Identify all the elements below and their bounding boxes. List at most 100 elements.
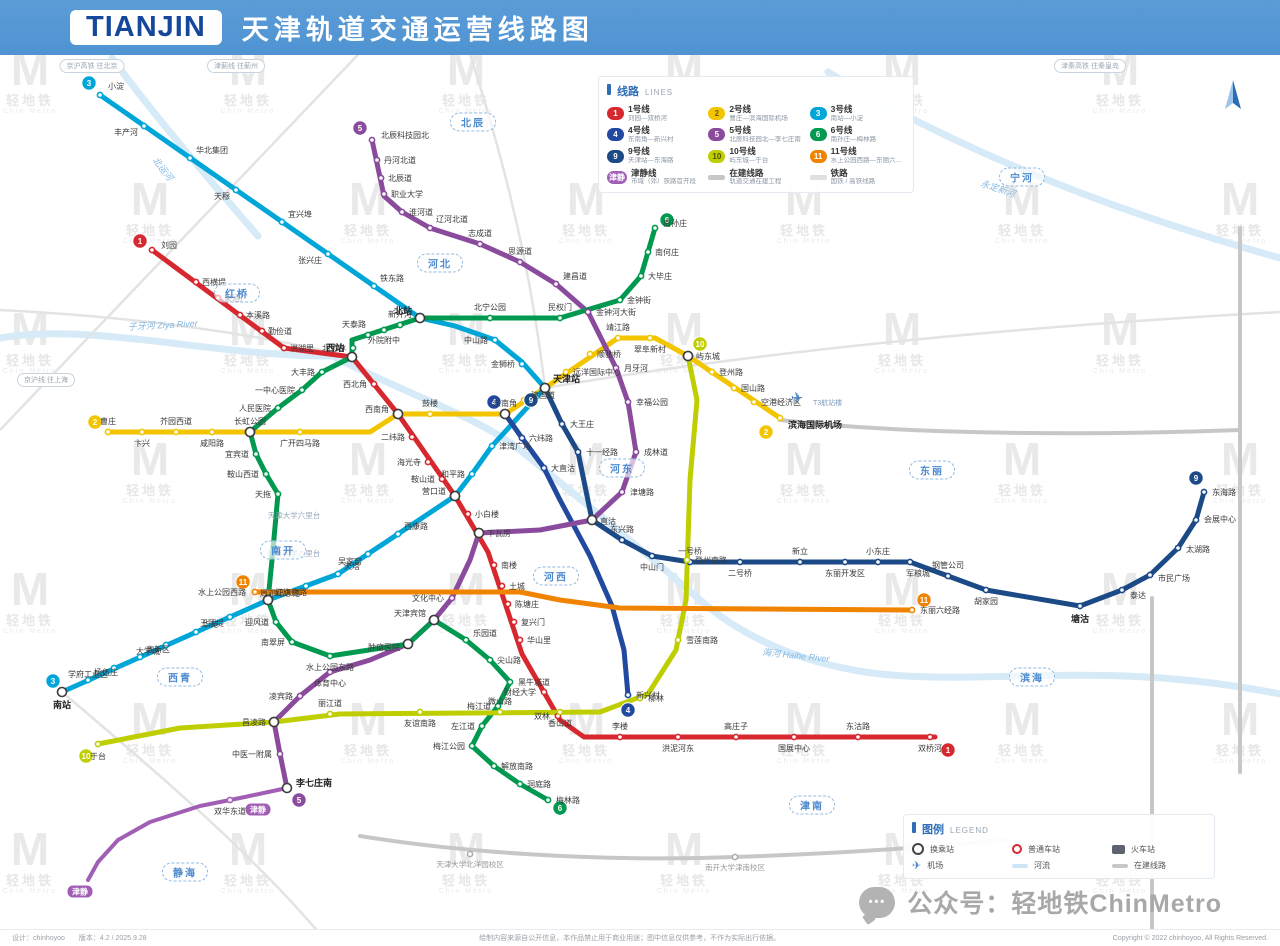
- river-icon: [1012, 863, 1028, 868]
- station-label: 翠阜新村: [634, 344, 666, 354]
- station-dot: [438, 475, 446, 483]
- station-label: 人民医院: [239, 403, 271, 413]
- station-dot: [84, 676, 92, 684]
- footer-version: 版本：4.2 / 2025.9.28: [78, 935, 147, 942]
- airport-icon: ✈: [912, 860, 922, 872]
- station-label: 大直沽: [551, 463, 575, 473]
- station-label: 于台: [90, 751, 106, 761]
- station-dot: [148, 246, 156, 254]
- station-label: 滨海国际机场: [788, 419, 842, 430]
- station-dot: [926, 733, 934, 741]
- station-label: 新开河: [388, 309, 412, 319]
- interchange-station-dot: [449, 490, 461, 502]
- railway-line: [450, 0, 547, 389]
- station-dot: [236, 311, 244, 319]
- station-label: 小白楼: [475, 509, 499, 519]
- station-dot: [516, 636, 524, 644]
- station-label: 中山门: [640, 562, 664, 572]
- symbols-legend: 图例 LEGEND 换乘站普通车站火车站✈机场河流在建线路: [903, 814, 1215, 879]
- station-label: 学府工业区: [68, 669, 108, 679]
- station-dot: [556, 708, 564, 716]
- station-label: 宜宾道: [225, 449, 249, 459]
- station-label: 新立: [792, 546, 808, 556]
- station-dot: [476, 240, 484, 248]
- line-badge: [78, 748, 94, 764]
- station-dot: [462, 636, 470, 644]
- station-label: 曹庄: [100, 416, 116, 426]
- line-badge-text: 津静: [72, 887, 88, 897]
- station-label: 小淀: [108, 81, 124, 91]
- station-label: 周邓纪念馆: [260, 588, 300, 598]
- station-label: 天泰路: [342, 319, 366, 329]
- station-label: 小东庄: [866, 546, 890, 556]
- railway-line: [61, 691, 331, 946]
- station-dot: [616, 733, 624, 741]
- area-label: 天津大学六里台: [268, 510, 321, 520]
- station-label: 南孙庄: [663, 218, 687, 228]
- station-label: 登州南路: [695, 555, 727, 565]
- construction-icon: [1112, 863, 1128, 868]
- legend-line-badge: [809, 174, 827, 180]
- station-label: 空港经济区: [761, 397, 801, 407]
- station-dot: [408, 433, 416, 441]
- station-dot: [208, 428, 216, 436]
- legend-line-text: 2号线曹庄—滨海国际机场: [729, 104, 788, 122]
- station-dot: [468, 470, 476, 478]
- line-badge-text: 2: [93, 418, 98, 427]
- railway-direction-tag: 津秦高铁 往秦皇岛: [1054, 59, 1126, 73]
- legend-symbol-item: ✈机场: [912, 859, 1006, 872]
- station-label: 靖江路: [606, 322, 630, 332]
- legend-line-desc: 国铁 / 高铁线路: [830, 178, 876, 186]
- station-dot: [612, 364, 620, 372]
- station-label: 肿瘤医院: [368, 642, 400, 652]
- legend-line-desc: 北辰科技园北—李七庄南: [729, 136, 801, 143]
- station-dot: [186, 154, 194, 162]
- line-badge-text: 4: [626, 706, 631, 715]
- station-label: 鞍山道: [411, 474, 435, 484]
- legend-line-badge: 津静: [607, 170, 627, 184]
- page-title: 天津轨道交通运营线路图: [241, 15, 594, 45]
- legend-line-badge: 4: [607, 128, 624, 142]
- station-label: 幸福公园: [636, 398, 668, 407]
- station-dot: [646, 334, 654, 342]
- station-dot: [732, 733, 740, 741]
- station-label: 远洋国际中心: [573, 367, 621, 377]
- station-dot: [558, 420, 566, 428]
- station-label: 大毕庄: [648, 271, 672, 281]
- station-label: 辽河北道: [436, 214, 468, 224]
- interchange-station-dot: [499, 408, 511, 420]
- station-dot: [708, 368, 716, 376]
- line-badge-text: 2: [764, 428, 769, 437]
- district-label-河东: 河东: [599, 458, 645, 478]
- station-label: 芥园西道: [160, 416, 192, 426]
- station-label: 外院附中: [368, 335, 400, 345]
- legend-title-bar: [607, 84, 611, 95]
- station-dot: [280, 344, 288, 352]
- metro-line-2: [105, 335, 783, 435]
- line-badge-text: 1: [946, 746, 951, 755]
- header-bar: TIANJIN 天津轨道交通运营线路图: [0, 0, 1280, 55]
- station-label: 昌凌路: [242, 717, 266, 727]
- station-icon: [1012, 844, 1022, 854]
- line-badge-text: 4: [492, 398, 497, 407]
- station-dot: [644, 248, 652, 256]
- legend-line-name: 津静线: [631, 167, 657, 178]
- construction-station-dot: [731, 853, 739, 861]
- station-label: 陈塘庄: [515, 599, 539, 609]
- river: [0, 330, 336, 360]
- station-dot: [1200, 488, 1208, 496]
- station-dot: [368, 136, 376, 144]
- legend-line-name: 11号线: [830, 146, 857, 157]
- station-dot: [272, 618, 280, 626]
- line-badge: [620, 702, 636, 718]
- metro-line-4: [502, 411, 631, 698]
- station-label: 一中心医院: [255, 385, 295, 395]
- station-label: 华苑: [202, 619, 218, 629]
- line-badge: [244, 802, 272, 817]
- station-dot: [296, 692, 304, 700]
- station-label: 水上公园西路: [198, 587, 246, 597]
- station-label: 太湖路: [1186, 544, 1210, 554]
- line-badge: [45, 673, 61, 689]
